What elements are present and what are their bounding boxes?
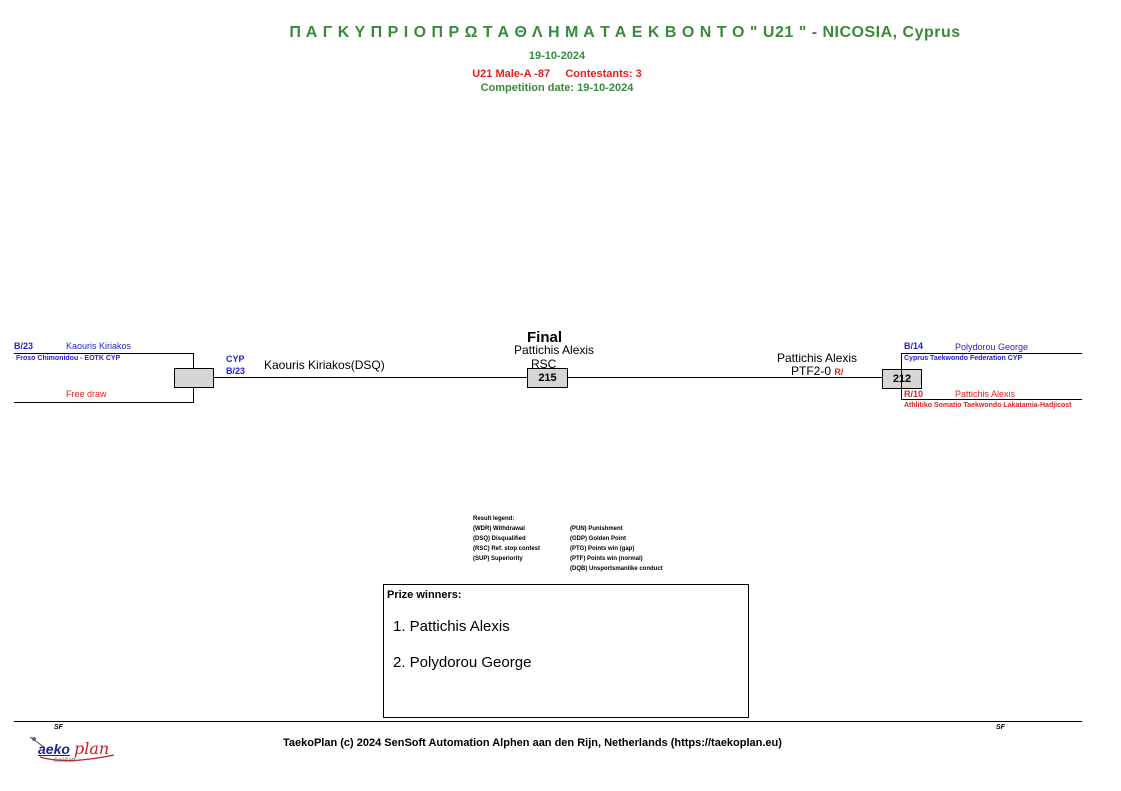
- logo-icon: [29, 736, 115, 762]
- final-winner: Pattichis Alexis: [514, 343, 595, 357]
- legend-item: (SUP) Superiority: [473, 556, 523, 562]
- prize-winners-box: Prize winners: 1. Pattichis Alexis 2. Po…: [383, 584, 749, 718]
- contestants-count: Contestants: 3: [565, 68, 642, 80]
- footer-copyright: TaekoPlan (c) 2024 SenSoft Automation Al…: [283, 737, 782, 749]
- right-bottom-seed: R/10: [904, 389, 924, 399]
- legend-heading: Result legend:: [473, 516, 515, 522]
- event-date: 19-10-2024: [528, 50, 586, 62]
- footer-sf-right: SF: [996, 724, 1005, 731]
- left-to-final-line: [214, 377, 528, 378]
- final-result: RSC: [531, 357, 557, 371]
- logo-script: plan: [74, 739, 110, 758]
- legend-item: (DSQ) Disqualified: [473, 536, 526, 542]
- right-top-seed: B/14: [904, 341, 924, 351]
- logo-text: aeko: [38, 741, 70, 757]
- prize-second: 2. Polydorou George: [393, 654, 532, 671]
- right-top-line: [901, 353, 1082, 354]
- final-label: Final: [527, 329, 563, 346]
- left-top-seed: B/23: [14, 341, 34, 351]
- right-winner: Pattichis Alexis: [777, 351, 858, 365]
- left-winner: Kaouris Kiriakos(DSQ): [264, 358, 385, 372]
- legend-item: (DQB) Unsportsmanlike conduct: [570, 566, 663, 572]
- legend-right: (PUN) Punishment (GDP) Golden Point (PTG…: [570, 524, 663, 574]
- right-bracket-vertical: [901, 353, 902, 399]
- legend-item: (RSC) Ref. stop contest: [473, 546, 541, 552]
- right-bottom-line: [901, 399, 1082, 400]
- legend-item: (PTF) Points win (normal): [570, 556, 643, 562]
- right-top-name: Polydorou George: [955, 342, 1029, 352]
- legend-item: (PUN) Punishment: [570, 526, 623, 532]
- legend-item: (GDP) Golden Point: [570, 536, 626, 542]
- taekoplan-logo: aeko plan SenSoft: [26, 729, 122, 769]
- logo-subtext: SenSoft: [54, 758, 76, 764]
- right-match-box: 212: [882, 369, 922, 389]
- right-result: PTF2-0: [791, 364, 832, 378]
- left-top-name: Kaouris Kiriakos: [66, 341, 132, 351]
- category-label: U21 Male-A -87: [472, 68, 551, 80]
- right-bottom-club: Athlitiko Somatio Taekwondo Lakatamia-Ha…: [904, 402, 1072, 409]
- prize-first: 1. Pattichis Alexis: [393, 618, 510, 635]
- right-result-mark: R/: [834, 367, 844, 377]
- footer-sf-left: SF: [54, 724, 63, 731]
- right-result-line: PTF2-0 R/: [791, 364, 843, 378]
- right-bottom-name: Pattichis Alexis: [955, 389, 1016, 399]
- prize-heading: Prize winners:: [387, 589, 462, 601]
- left-top-line: [14, 353, 194, 354]
- competition-date: Competition date: 19-10-2024: [480, 82, 634, 94]
- legend-left: (WDR) Withdrawal (DSQ) Disqualified (RSC…: [473, 524, 540, 564]
- left-match-box: [174, 368, 214, 388]
- left-bottom-line: [14, 402, 194, 403]
- category-line: U21 Male-A -87 Contestants: 3: [0, 68, 1114, 80]
- left-bottom-name: Free draw: [66, 389, 107, 399]
- left-top-club: Froso Chimonidou - EOTK CYP: [16, 355, 121, 362]
- legend-item: (PTG) Points win (gap): [570, 546, 635, 552]
- left-country: CYP: [226, 354, 245, 364]
- page-title: Π Α Γ Κ Υ Π Ρ Ι Ο Π Ρ Ω Τ Α Θ Λ Η Μ Α Τ …: [289, 24, 961, 41]
- right-to-final-line: [568, 377, 882, 378]
- final-match-box: 215: [527, 368, 568, 388]
- right-top-club: Cyprus Taekwondo Federation CYP: [904, 355, 1023, 362]
- legend-item: (WDR) Withdrawal: [473, 526, 525, 532]
- left-seed: B/23: [226, 366, 246, 376]
- footer-divider: [14, 721, 1082, 722]
